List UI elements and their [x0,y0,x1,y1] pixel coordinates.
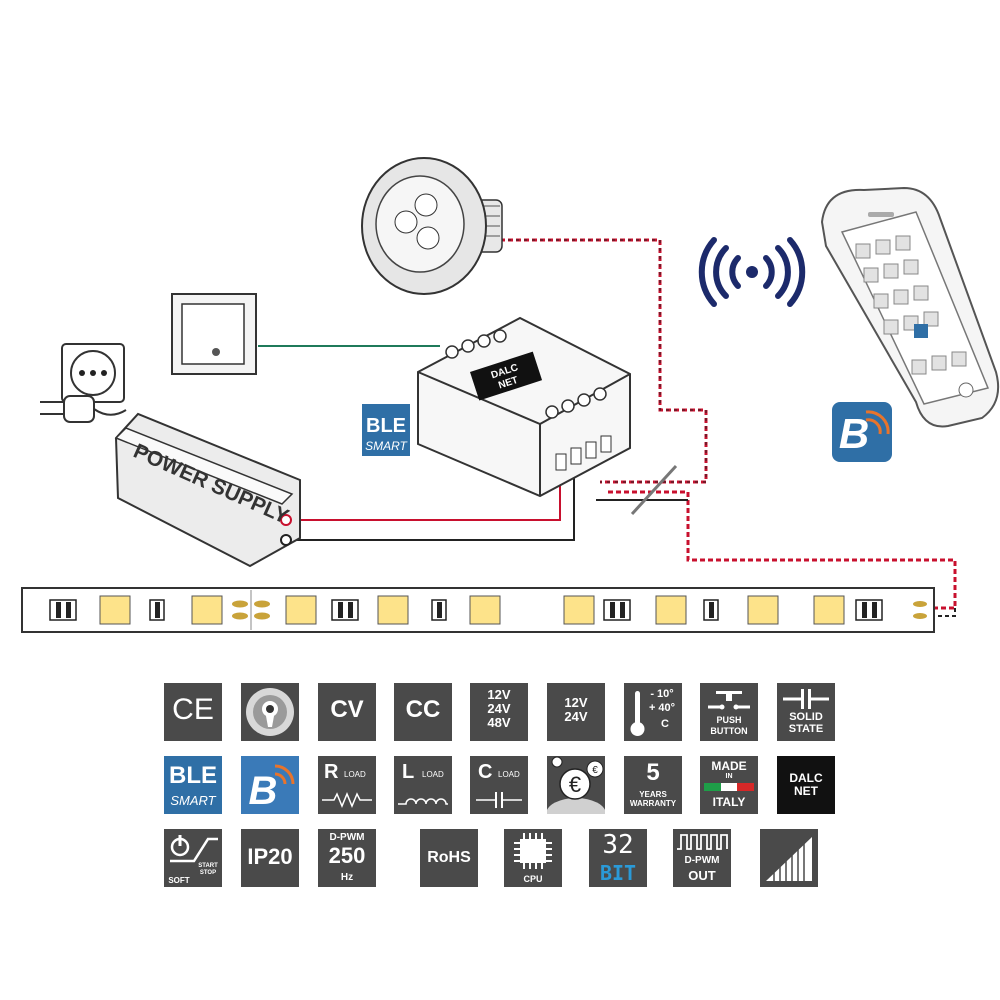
dalcnet-brand-badge: DALC NET [777,756,835,814]
svg-text:BLE: BLE [366,415,406,437]
dpwm-out-badge: D-PWM OUT [673,829,731,887]
strip-leds [99,595,845,625]
thermometer-icon [630,691,645,736]
solid-state-icon [783,689,829,709]
soft-start-stop-badge: START STOP SOFT [164,829,222,887]
capacitive-load-badge: C LOAD [470,756,528,814]
power-wire-red [292,470,561,521]
wiring-diagram: POWER SUPPLY DALC NET [21,157,1000,633]
capacitor-icon [476,792,522,808]
inductive-load-badge: L LOAD [394,756,452,814]
voltage-12-24-badge: 12V 24V [547,683,605,741]
svg-text:B: B [839,410,869,457]
ip20-badge: IP20 [241,829,299,887]
hologram-disc-badge [241,683,299,741]
voltage-12-24-48-badge: 12V 24V 48V [470,683,528,741]
warranty-badge: 5 YEARS WARRANTY [624,756,682,814]
wireless-signal-icon [698,237,806,307]
euro-saving-badge: € € [547,756,605,814]
ble-smart-badge: BLE SMART [164,756,222,814]
cpu-chip-icon [514,833,552,869]
led-downlight [361,157,503,295]
pwm-wave-icon [677,834,728,850]
power-wire-black [292,470,575,541]
temperature-range-badge: - 10° + 40° C [624,683,682,741]
disc-icon [246,688,294,736]
push-button-icon [708,691,750,710]
dpwm-250hz-badge: D-PWM 250 Hz [318,829,376,887]
ble-controller: DALC NET [417,316,631,498]
constant-current-badge: CC [394,683,452,741]
italian-flag [704,783,755,791]
wires [258,238,957,617]
svg-text:B: B [249,769,278,813]
wall-switch [171,293,257,375]
svg-text:€: € [592,765,598,776]
svg-text:€: € [569,772,581,797]
ce-mark-badge: CE [164,683,222,741]
constant-voltage-badge: CV [318,683,376,741]
ble-smart-label: BLE SMART [362,404,410,456]
strip-solder-pads [232,600,927,620]
32-bit-badge: 32 BIT [589,829,647,887]
rohs-badge: RoHS [420,829,478,887]
euro-coins-icon: € € [547,756,605,814]
inductor-icon [398,798,448,805]
smartphone [820,186,1000,428]
solid-state-badge: SOLID STATE [777,683,835,741]
ble-app-icon: B [832,402,892,462]
svg-text:SMART: SMART [365,439,408,453]
dimming-ramp-icon [766,837,812,881]
strip-wire [608,490,957,610]
wall-socket [61,343,125,403]
ble-app-badge: B [241,756,299,814]
power-plug [40,395,127,423]
dimming-curve-badge [760,829,818,887]
led-strip [21,587,935,633]
resistor-icon [322,792,372,808]
ble-app-logo-icon: B [241,756,299,814]
controller-terminals [555,435,612,471]
wire-cut-mark [630,464,678,516]
made-in-italy-badge: MADE IN ITALY [700,756,758,814]
push-button-badge: PUSH BUTTON [700,683,758,741]
cpu-badge: CPU [504,829,562,887]
power-supply: POWER SUPPLY [114,412,301,568]
controller-dalcnet-logo: DALC NET [470,351,543,401]
power-ramp-icon [170,835,218,863]
resistive-load-badge: R LOAD [318,756,376,814]
